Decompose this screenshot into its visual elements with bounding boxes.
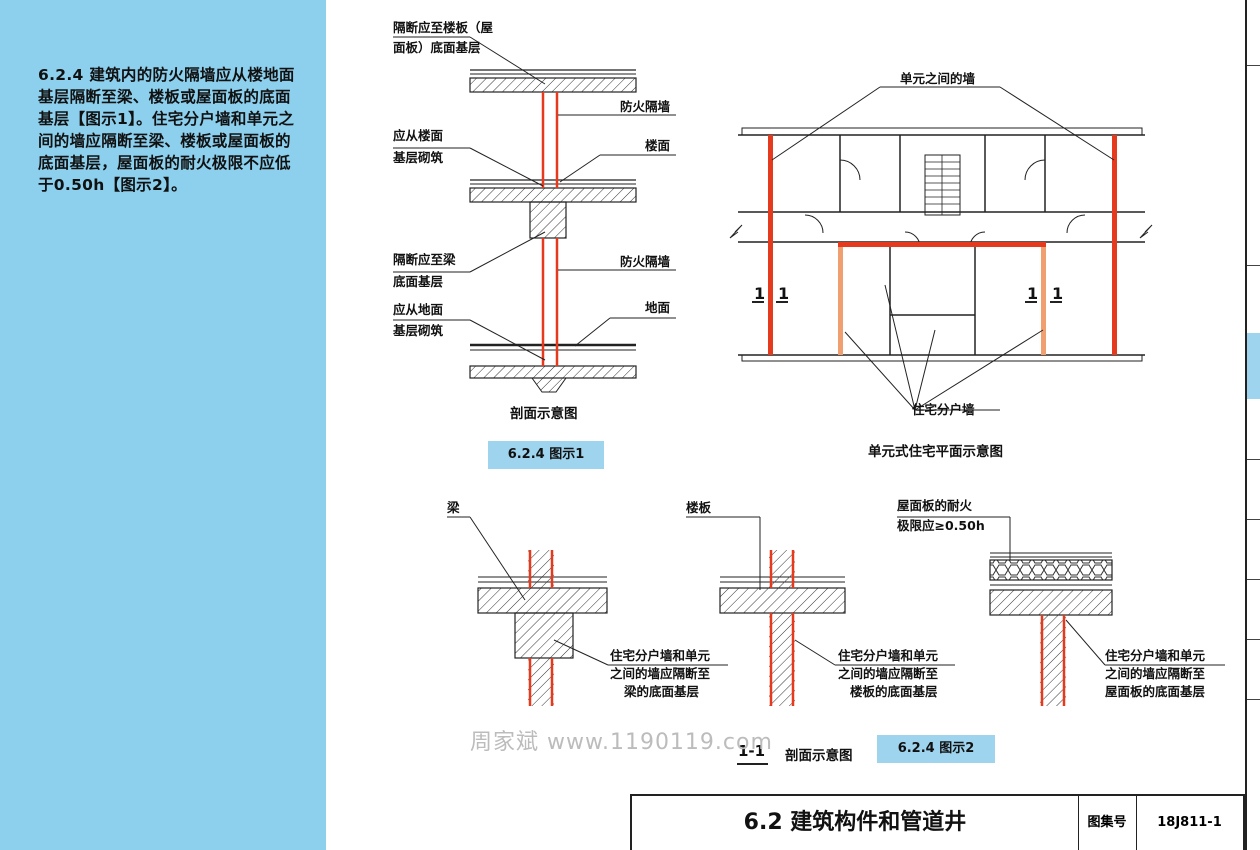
label-roof-2: 极限应≥0.50h bbox=[897, 518, 985, 533]
section-mark: 1 bbox=[778, 284, 790, 303]
beam bbox=[529, 201, 567, 239]
desc2-line3: 楼板的底面基层 bbox=[850, 684, 938, 699]
section2-detail-slab bbox=[686, 516, 955, 706]
section2-caption: 剖面示意图 bbox=[785, 748, 853, 764]
section-mark: 1 bbox=[1027, 284, 1039, 303]
label-fire-wall-2: 防火隔墙 bbox=[620, 254, 671, 269]
ground-slab bbox=[469, 365, 637, 379]
watermark: 周家斌 www.1190119.com bbox=[470, 730, 773, 755]
section-title: 6.2 建筑构件和管道井 bbox=[632, 796, 1079, 850]
figure2-badge: 6.2.4 图示2 bbox=[877, 735, 995, 763]
title-block: 6.2 建筑构件和管道井 图集号 18J811-1 bbox=[630, 794, 1245, 850]
unit-wall bbox=[1112, 135, 1117, 355]
desc3-line2: 之间的墙应隔断至 bbox=[1105, 666, 1206, 681]
desc3-line3: 屋面板的底面基层 bbox=[1105, 684, 1206, 699]
index-tab-active bbox=[1247, 333, 1260, 399]
figure1-badge: 6.2.4 图示1 bbox=[488, 441, 604, 469]
middle-slab bbox=[469, 187, 637, 203]
right-index-strip bbox=[1245, 0, 1260, 850]
label-floor: 楼面 bbox=[645, 138, 671, 153]
label-from-ground-2: 基层砌筑 bbox=[393, 323, 444, 338]
household-wall bbox=[838, 242, 843, 355]
top-slab bbox=[469, 77, 637, 93]
label-top-2: 面板）底面基层 bbox=[393, 40, 481, 55]
atlas-label: 图集号 bbox=[1078, 796, 1137, 850]
household-wall bbox=[1041, 242, 1046, 355]
label-to-beam-2: 底面基层 bbox=[393, 274, 444, 289]
desc2-line2: 之间的墙应隔断至 bbox=[838, 666, 939, 681]
clause-text: 6.2.4 建筑内的防火隔墙应从楼地面基层隔断至梁、楼板或屋面板的底面基层【图示… bbox=[38, 66, 295, 194]
sidebar-panel: 6.2.4 建筑内的防火隔墙应从楼地面基层隔断至梁、楼板或屋面板的底面基层【图示… bbox=[0, 0, 326, 850]
section-mark: 1 bbox=[754, 284, 766, 303]
plan-drawing bbox=[729, 86, 1153, 411]
section2-detail-roof bbox=[897, 516, 1225, 706]
label-beam: 梁 bbox=[447, 500, 460, 515]
desc1-line2: 之间的墙应隔断至 bbox=[610, 666, 711, 681]
label-from-ground-1: 应从地面 bbox=[393, 302, 444, 317]
desc1-line1: 住宅分户墙和单元 bbox=[610, 648, 711, 663]
label-fire-wall-1: 防火隔墙 bbox=[620, 99, 671, 114]
section2-mark: 1-1 bbox=[738, 742, 766, 760]
label-top-1: 隔断应至楼板（屋 bbox=[393, 20, 494, 35]
section2-detail-beam bbox=[447, 516, 728, 706]
label-ground: 地面 bbox=[645, 300, 671, 315]
desc3-line1: 住宅分户墙和单元 bbox=[1105, 648, 1206, 663]
label-slab: 楼板 bbox=[686, 500, 712, 515]
label-to-beam-1: 隔断应至梁 bbox=[393, 252, 456, 267]
section1-drawing bbox=[393, 36, 676, 393]
label-roof-1: 屋面板的耐火 bbox=[897, 498, 973, 513]
unit-wall bbox=[768, 135, 773, 355]
plan-caption: 单元式住宅平面示意图 bbox=[868, 444, 1003, 460]
label-unit-wall: 单元之间的墙 bbox=[900, 71, 976, 86]
label-from-floor-1: 应从楼面 bbox=[393, 128, 444, 143]
section-mark: 1 bbox=[1052, 284, 1064, 303]
label-household-wall: 住宅分户墙 bbox=[912, 402, 975, 417]
household-wall bbox=[838, 242, 1046, 247]
desc1-line3: 梁的底面基层 bbox=[624, 684, 700, 699]
atlas-number: 18J811-1 bbox=[1157, 815, 1222, 830]
section1-caption: 剖面示意图 bbox=[510, 406, 578, 422]
desc2-line1: 住宅分户墙和单元 bbox=[838, 648, 939, 663]
label-from-floor-2: 基层砌筑 bbox=[393, 150, 444, 165]
